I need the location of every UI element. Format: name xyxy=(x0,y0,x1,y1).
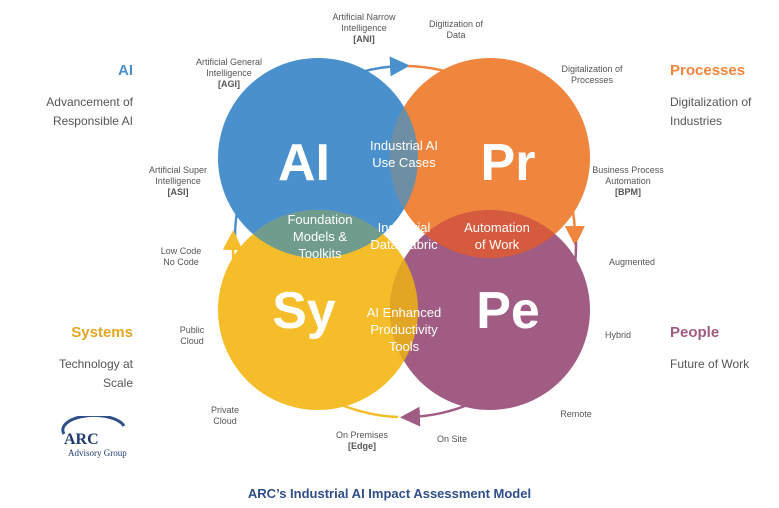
label-agi-3: [AGI] xyxy=(218,79,240,89)
overlap-automation-line2: of Work xyxy=(475,237,520,252)
overlap-productivity-line1: AI Enhanced xyxy=(367,305,441,320)
systems-side-subtitle-line2: Scale xyxy=(102,376,133,390)
people-side-subtitle: Future of Work xyxy=(670,355,749,374)
people-side-title: People xyxy=(670,324,720,341)
label-lowcode-2: No Code xyxy=(163,257,199,267)
overlap-foundation-line1: Foundation xyxy=(287,212,352,227)
processes-circle-label: Pr xyxy=(481,134,536,192)
label-private-2: Cloud xyxy=(213,416,237,426)
label-bpm-2: Automation xyxy=(605,176,651,186)
ai-side-subtitle-line1: Advancement of xyxy=(46,95,133,109)
label-hybrid: Hybrid xyxy=(605,330,631,340)
systems-side-subtitle: Technology at Scale xyxy=(59,355,133,393)
ai-side-title: AI xyxy=(118,62,133,79)
ai-circle-label: AI xyxy=(278,134,330,192)
label-onprem-1: On Premises xyxy=(336,430,389,440)
label-public-1: Public xyxy=(180,325,205,335)
people-circle-label: Pe xyxy=(476,282,540,340)
processes-circle xyxy=(390,58,590,258)
people-side-block: People Future of Work xyxy=(670,324,749,374)
label-onsite: On Site xyxy=(437,434,467,444)
label-onprem-2: [Edge] xyxy=(348,441,376,451)
label-lowcode-1: Low Code xyxy=(161,246,202,256)
overlap-use-cases-line2: Use Cases xyxy=(372,155,436,170)
overlap-productivity-line2: Productivity xyxy=(370,322,438,337)
ai-side-subtitle: Advancement of Responsible AI xyxy=(46,93,133,131)
label-ani-3: [ANI] xyxy=(353,34,375,44)
processes-side-subtitle-line2: Industries xyxy=(670,114,723,128)
systems-side-subtitle-line1: Technology at xyxy=(58,357,133,371)
systems-side-block: Systems Technology at Scale xyxy=(59,324,133,393)
overlap-use-cases-line1: Industrial AI xyxy=(370,138,438,153)
label-bpm-1: Business Process xyxy=(592,165,664,175)
label-digitalization-2: Processes xyxy=(571,75,614,85)
label-ani-1: Artificial Narrow xyxy=(332,12,396,22)
ai-circle xyxy=(218,58,418,258)
label-asi-1: Artificial Super xyxy=(149,165,207,175)
ai-side-block: AI Advancement of Responsible AI xyxy=(46,62,133,131)
people-side-subtitle-line1: Future of Work xyxy=(670,357,750,371)
label-public-2: Cloud xyxy=(180,336,204,346)
label-ani-2: Intelligence xyxy=(341,23,387,33)
label-digitalization-1: Digitalization of xyxy=(561,64,623,74)
label-digitization-2: Data xyxy=(446,30,465,40)
label-agi-1: Artificial General xyxy=(196,57,262,67)
overlap-center-line1: Industrial xyxy=(378,220,431,235)
processes-side-block: Processes Digitalization of Industries xyxy=(670,62,751,131)
overlap-foundation-line2: Models & xyxy=(293,229,348,244)
processes-side-title: Processes xyxy=(670,62,746,79)
label-bpm-3: [BPM] xyxy=(615,187,641,197)
overlap-center-line2: Data Fabric xyxy=(370,237,438,252)
logo-sub: Advisory Group xyxy=(68,448,127,458)
logo-mark: ARC xyxy=(64,431,99,448)
logo-swoosh-icon xyxy=(61,416,126,435)
people-circle xyxy=(390,210,590,410)
arc-logo: ARC Advisory Group xyxy=(61,416,127,458)
ai-side-subtitle-line2: Responsible AI xyxy=(52,114,133,128)
diagram-caption: ARC’s Industrial AI Impact Assessment Mo… xyxy=(247,486,532,501)
systems-circle xyxy=(218,210,418,410)
overlap-automation-line1: Automation xyxy=(464,220,530,235)
label-asi-3: [ASI] xyxy=(168,187,189,197)
systems-side-title: Systems xyxy=(71,324,133,341)
processes-side-subtitle: Digitalization of Industries xyxy=(670,93,751,131)
overlap-foundation-line3: Toolkits xyxy=(298,246,342,261)
overlap-productivity-line3: Tools xyxy=(389,339,420,354)
label-asi-2: Intelligence xyxy=(155,176,201,186)
label-augmented: Augmented xyxy=(609,257,655,267)
systems-circle-label: Sy xyxy=(272,282,336,340)
label-private-1: Private xyxy=(211,405,239,415)
processes-side-subtitle-line1: Digitalization of xyxy=(670,95,752,109)
label-remote: Remote xyxy=(560,409,592,419)
label-agi-2: Intelligence xyxy=(206,68,252,78)
label-digitization-1: Digitization of xyxy=(429,19,484,29)
